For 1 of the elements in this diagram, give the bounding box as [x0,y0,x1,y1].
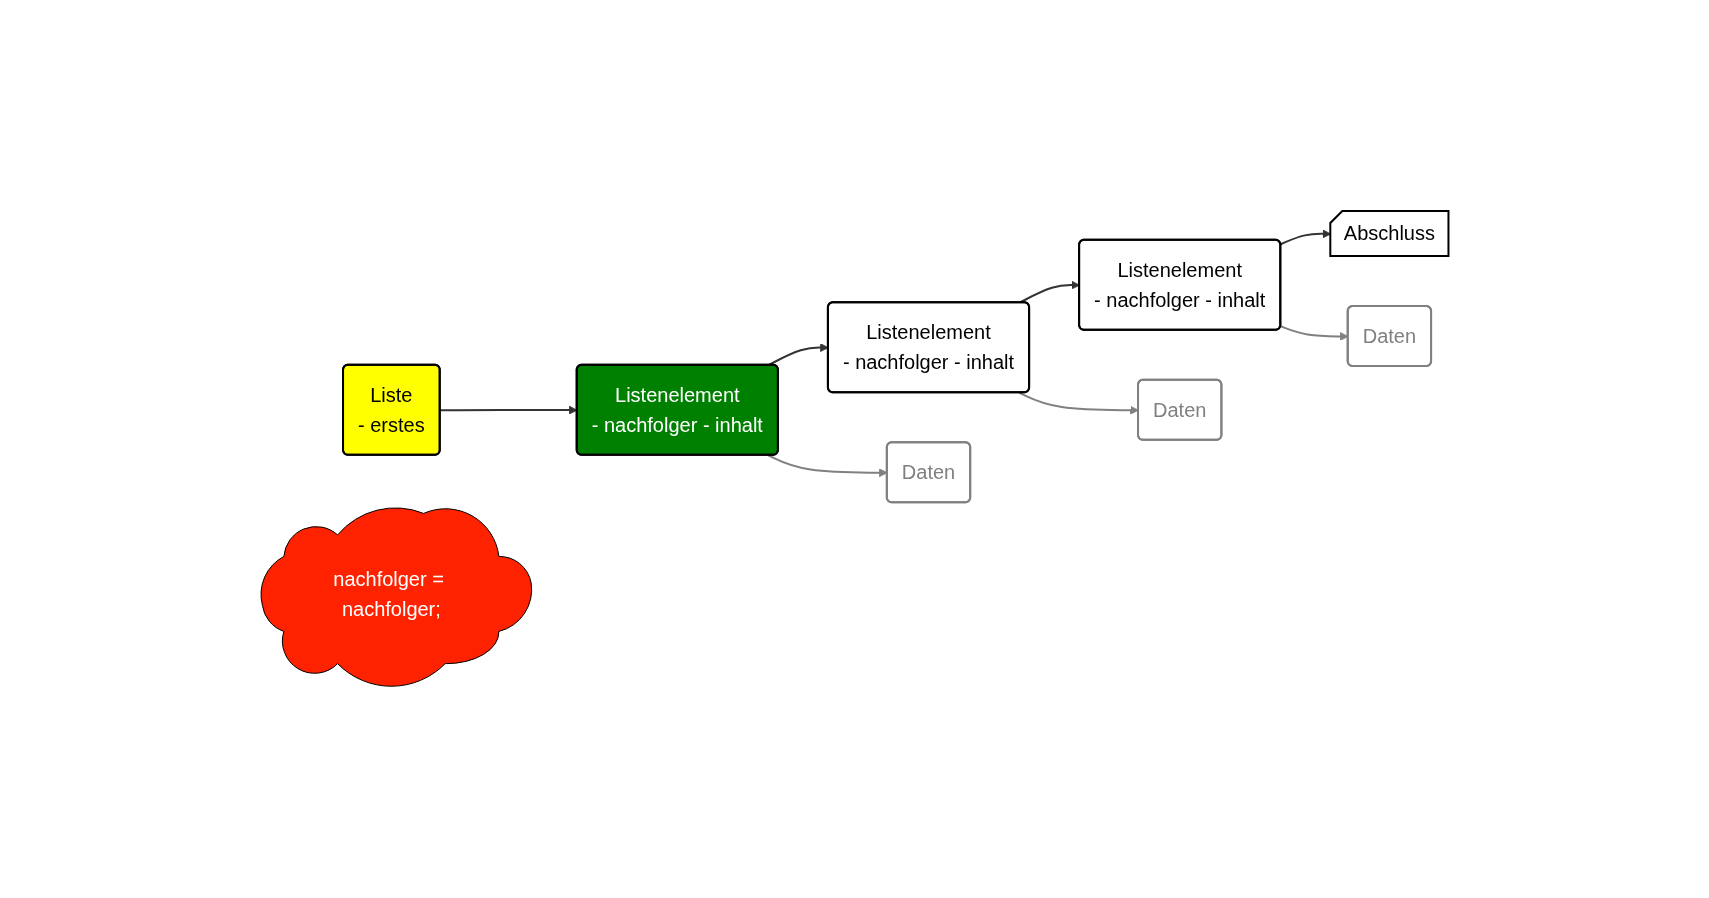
arrow [1279,229,1331,246]
